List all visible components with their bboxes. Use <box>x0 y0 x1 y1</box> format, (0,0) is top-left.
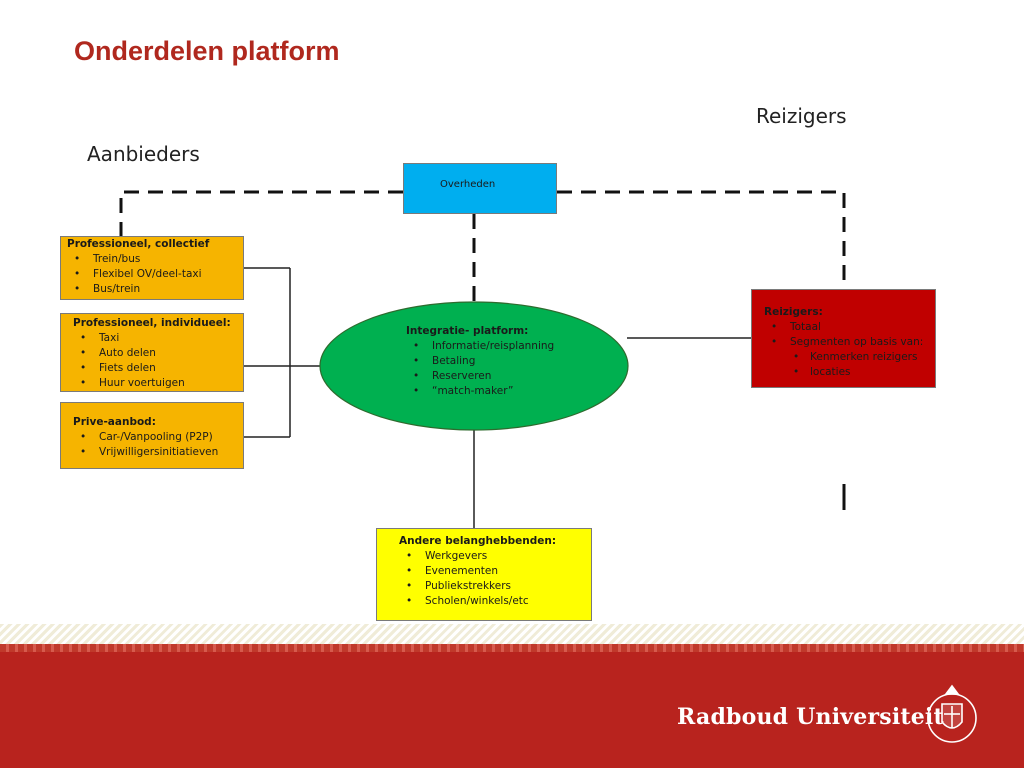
list-item: locaties <box>764 365 935 380</box>
list-item: Scholen/winkels/etc <box>399 594 591 609</box>
brand-wordmark: Radboud Universiteit <box>677 704 944 730</box>
slide-title: Onderdelen platform <box>74 36 340 66</box>
list-item: Trein/bus <box>67 252 243 267</box>
node-travellers: Reizigers: Totaal Segmenten op basis van… <box>751 289 936 388</box>
list-item: Totaal <box>764 320 935 335</box>
node-individual-list: Taxi Auto delen Fiets delen Huur voertui… <box>73 331 243 391</box>
list-item: Taxi <box>73 331 243 346</box>
footer-stripes <box>0 624 1024 646</box>
node-private-title: Prive-aanbod: <box>73 416 156 428</box>
list-item: Informatie/reisplanning <box>406 339 588 354</box>
list-item: “match-maker” <box>406 384 588 399</box>
node-private-list: Car-/Vanpooling (P2P) Vrijwilligersiniti… <box>73 430 243 460</box>
list-item: Fiets delen <box>73 361 243 376</box>
node-stakeholders-list: Werkgevers Evenementen Publiekstrekkers … <box>399 549 591 609</box>
list-item: Auto delen <box>73 346 243 361</box>
node-stakeholders: Andere belanghebbenden: Werkgevers Evene… <box>376 528 592 621</box>
list-item: Huur voertuigen <box>73 376 243 391</box>
dashed-link-governments-providers <box>119 190 403 236</box>
list-item: Kenmerken reizigers <box>764 350 935 365</box>
node-travellers-sublist: Kenmerken reizigers locaties <box>764 350 935 380</box>
list-item: Vrijwilligersinitiatieven <box>73 445 243 460</box>
node-travellers-title: Reizigers: <box>764 306 823 318</box>
node-platform: Integratie- platform: Informatie/reispla… <box>398 324 588 404</box>
dashed-link-governments-travellers <box>557 190 846 289</box>
list-item: Flexibel OV/deel-taxi <box>67 267 243 282</box>
node-governments-label: Overheden <box>440 179 496 190</box>
list-item: Segmenten op basis van: <box>764 335 935 350</box>
node-private: Prive-aanbod: Car-/Vanpooling (P2P) Vrij… <box>60 402 244 469</box>
node-platform-list: Informatie/reisplanning Betaling Reserve… <box>406 339 588 399</box>
node-collective-list: Trein/bus Flexibel OV/deel-taxi Bus/trei… <box>67 252 243 297</box>
list-item: Werkgevers <box>399 549 591 564</box>
node-individual-title: Professioneel, individueel: <box>73 317 231 329</box>
list-item: Evenementen <box>399 564 591 579</box>
list-item: Car-/Vanpooling (P2P) <box>73 430 243 445</box>
node-individual: Professioneel, individueel: Taxi Auto de… <box>60 313 244 392</box>
node-stakeholders-title: Andere belanghebbenden: <box>399 535 557 547</box>
node-governments: Overheden <box>403 163 557 214</box>
list-item: Publiekstrekkers <box>399 579 591 594</box>
list-item: Reserveren <box>406 369 588 384</box>
node-travellers-list: Totaal Segmenten op basis van: <box>764 320 935 350</box>
heading-providers: Aanbieders <box>87 142 200 166</box>
heading-travellers: Reizigers <box>756 104 847 128</box>
list-item: Bus/trein <box>67 282 243 297</box>
footer-band <box>0 646 1024 768</box>
list-item: Betaling <box>406 354 588 369</box>
node-collective-title: Professioneel, collectief <box>67 238 210 250</box>
node-platform-title: Integratie- platform: <box>406 325 529 337</box>
footer-band-edge <box>0 644 1024 652</box>
university-seal-icon <box>927 684 977 743</box>
node-collective: Professioneel, collectief Trein/bus Flex… <box>60 236 244 300</box>
